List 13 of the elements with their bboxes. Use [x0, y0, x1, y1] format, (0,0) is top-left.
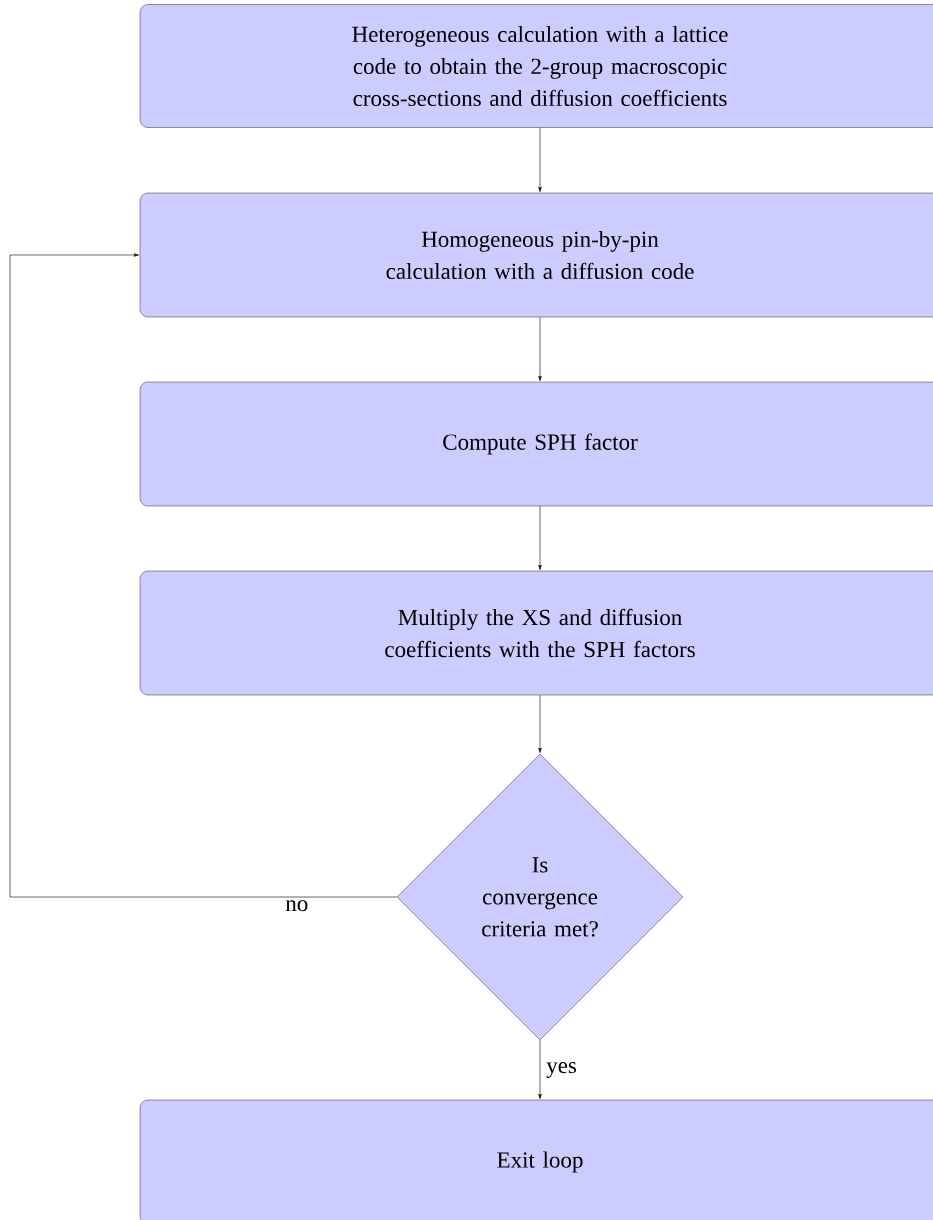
- arrow: [538, 694, 542, 753]
- process-box: Multiply the XS and diffusion coefficients with the SPH factors: [139, 570, 933, 696]
- process-box: Heterogeneous calculation with a lattice code to obtain the 2-group macroscopic cross-sections and diffusion coefficients: [139, 4, 933, 128]
- arrow: [538, 505, 542, 570]
- process-box: Homogeneous pin-by-pin calculation with a diffusion code: [139, 192, 933, 318]
- process-box: Compute SPH factor: [139, 381, 933, 507]
- arrow: [9, 253, 398, 898]
- arrow: [538, 316, 542, 382]
- arrow: [538, 127, 542, 192]
- edge-label: yes: [544, 1060, 579, 1080]
- process-box: Exit loop: [139, 1099, 933, 1220]
- edge-label: no: [283, 898, 311, 914]
- arrow: [538, 1039, 542, 1099]
